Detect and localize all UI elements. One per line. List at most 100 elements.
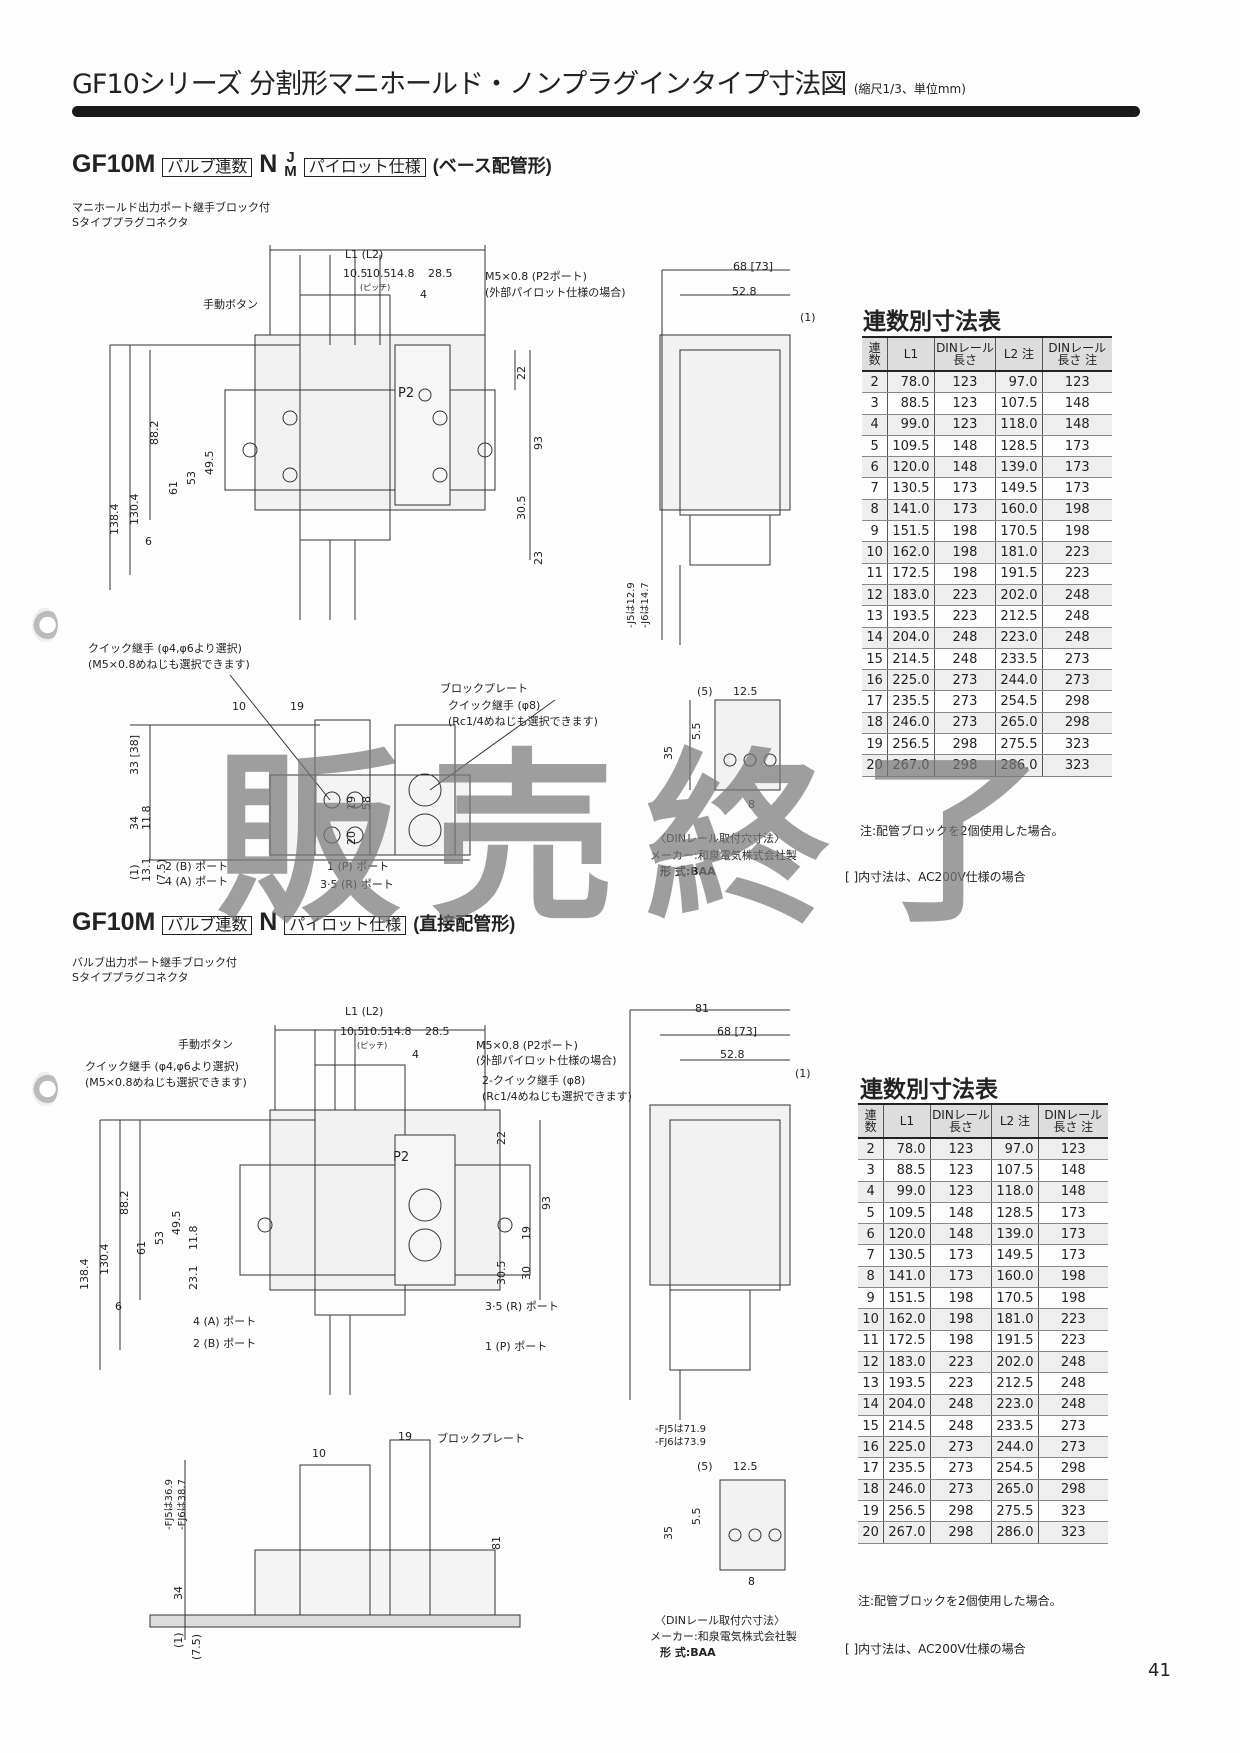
table-cell: 273 bbox=[933, 690, 996, 713]
table-cell: 172.5 bbox=[887, 563, 935, 585]
table-cell: 4 bbox=[858, 1181, 884, 1203]
dim-10: 10 bbox=[232, 700, 246, 713]
table-cell: 323 bbox=[1037, 1521, 1108, 1544]
table-cell: 223 bbox=[933, 605, 996, 628]
table-cell: 181.0 bbox=[991, 1308, 1039, 1331]
table-cell: 12 bbox=[862, 584, 888, 607]
column-header: L2 注 bbox=[995, 336, 1043, 372]
label-m5-note: (外部パイロット仕様の場合) bbox=[476, 1054, 617, 1067]
table-cell: 120.0 bbox=[883, 1223, 931, 1246]
table-cell: 256.5 bbox=[883, 1500, 931, 1523]
dim-14-8: 14.8 bbox=[390, 267, 415, 280]
label-quick-fitting-8: クイック継手 (φ8) bbox=[448, 699, 541, 712]
table-cell: 7 bbox=[862, 477, 888, 500]
table-cell: 4 bbox=[862, 414, 888, 436]
table-cell: 148 bbox=[1041, 414, 1112, 436]
table-cell: 273 bbox=[929, 1457, 992, 1480]
binder-hole bbox=[32, 608, 58, 642]
table-cell: 198 bbox=[933, 520, 996, 543]
dim-30: 30 bbox=[520, 1266, 533, 1280]
table-cell: 5 bbox=[862, 435, 888, 458]
label-port-2b: 2 (B) ポート bbox=[193, 1337, 257, 1350]
table-cell: 191.5 bbox=[995, 563, 1043, 585]
table-cell: 14 bbox=[858, 1394, 884, 1416]
label-block-plate: ブロックプレート bbox=[440, 682, 528, 695]
table-cell: 148 bbox=[929, 1223, 992, 1246]
label-port-35r: 3·5 (R) ポート bbox=[485, 1300, 559, 1313]
table-cell: 198 bbox=[929, 1308, 992, 1331]
dim-30-5: 30.5 bbox=[495, 1260, 508, 1286]
table-cell: 256.5 bbox=[887, 733, 935, 756]
din-type: 形 式:BAA bbox=[660, 1646, 716, 1659]
dim-4: 4 bbox=[420, 288, 427, 301]
dim-14-8: 14.8 bbox=[387, 1025, 412, 1038]
table-cell: 323 bbox=[1037, 1500, 1108, 1523]
table-cell: 198 bbox=[1037, 1287, 1108, 1310]
table-cell: 173 bbox=[1041, 435, 1112, 458]
table-cell: 99.0 bbox=[883, 1181, 931, 1203]
table-cell: 10 bbox=[858, 1308, 884, 1331]
table-cell: 128.5 bbox=[991, 1202, 1039, 1225]
dim-pitch: (ピッチ) bbox=[357, 1041, 388, 1050]
table-cell: 223.0 bbox=[991, 1394, 1039, 1416]
table-cell: 123 bbox=[933, 371, 996, 394]
table-cell: 20 bbox=[858, 1521, 884, 1544]
table-cell: 248 bbox=[933, 648, 996, 671]
dim-68: 68 [73] bbox=[733, 260, 774, 273]
table-cell: 273 bbox=[929, 1436, 992, 1459]
table-cell: 173 bbox=[1037, 1202, 1108, 1225]
table-cell: 6 bbox=[862, 456, 888, 479]
dim-22: 22 bbox=[495, 1131, 508, 1145]
dim-10-5: 10.5 bbox=[363, 1025, 388, 1038]
label-block-plate: ブロックプレート bbox=[437, 1432, 525, 1445]
table-cell: 223.0 bbox=[995, 627, 1043, 649]
dim-23-1: 23.1 bbox=[187, 1265, 200, 1291]
table-cell: 107.5 bbox=[995, 392, 1043, 415]
label-quick-fitting: クイック継手 (φ4,φ6より選択) bbox=[85, 1060, 239, 1073]
label-manual-button: 手動ボタン bbox=[178, 1038, 233, 1051]
table-cell: 11 bbox=[858, 1330, 884, 1352]
table-cell: 198 bbox=[1041, 520, 1112, 543]
table-cell: 248 bbox=[933, 627, 996, 649]
side-view-manifold-direct bbox=[629, 1009, 791, 1420]
dim-l1-l2: L1 (L2) bbox=[345, 1005, 384, 1018]
table-cell: 151.5 bbox=[883, 1287, 931, 1310]
label-m5-port: M5×0.8 (P2ポート) bbox=[485, 270, 587, 283]
label-m5-port: M5×0.8 (P2ポート) bbox=[476, 1039, 578, 1052]
table-cell: 248 bbox=[1037, 1394, 1108, 1416]
top-view-manifold bbox=[109, 245, 531, 620]
table-cell: 118.0 bbox=[991, 1181, 1039, 1203]
table-cell: 273 bbox=[1041, 669, 1112, 692]
table-cell: 181.0 bbox=[995, 541, 1043, 564]
table-cell: 273 bbox=[933, 712, 996, 735]
table-cell: 173 bbox=[1037, 1244, 1108, 1267]
table-cell: 214.5 bbox=[887, 648, 935, 671]
table-cell: 10 bbox=[862, 541, 888, 564]
dim-49-5: 49.5 bbox=[170, 1210, 183, 1236]
table-cell: 120.0 bbox=[887, 456, 935, 479]
column-header: L2 注 bbox=[991, 1103, 1039, 1139]
section2-heading: GF10M バルブ連数 N パイロット仕様 (直接配管形) bbox=[72, 908, 516, 936]
table-cell: 248 bbox=[1037, 1351, 1108, 1374]
din-type: 形 式:BAA bbox=[660, 865, 716, 878]
table-cell: 88.5 bbox=[887, 392, 935, 415]
table-cell: 6 bbox=[858, 1223, 884, 1246]
table-cell: 162.0 bbox=[887, 541, 935, 564]
table-cell: 248 bbox=[1041, 605, 1112, 628]
dim-10: 10 bbox=[312, 1447, 326, 1460]
